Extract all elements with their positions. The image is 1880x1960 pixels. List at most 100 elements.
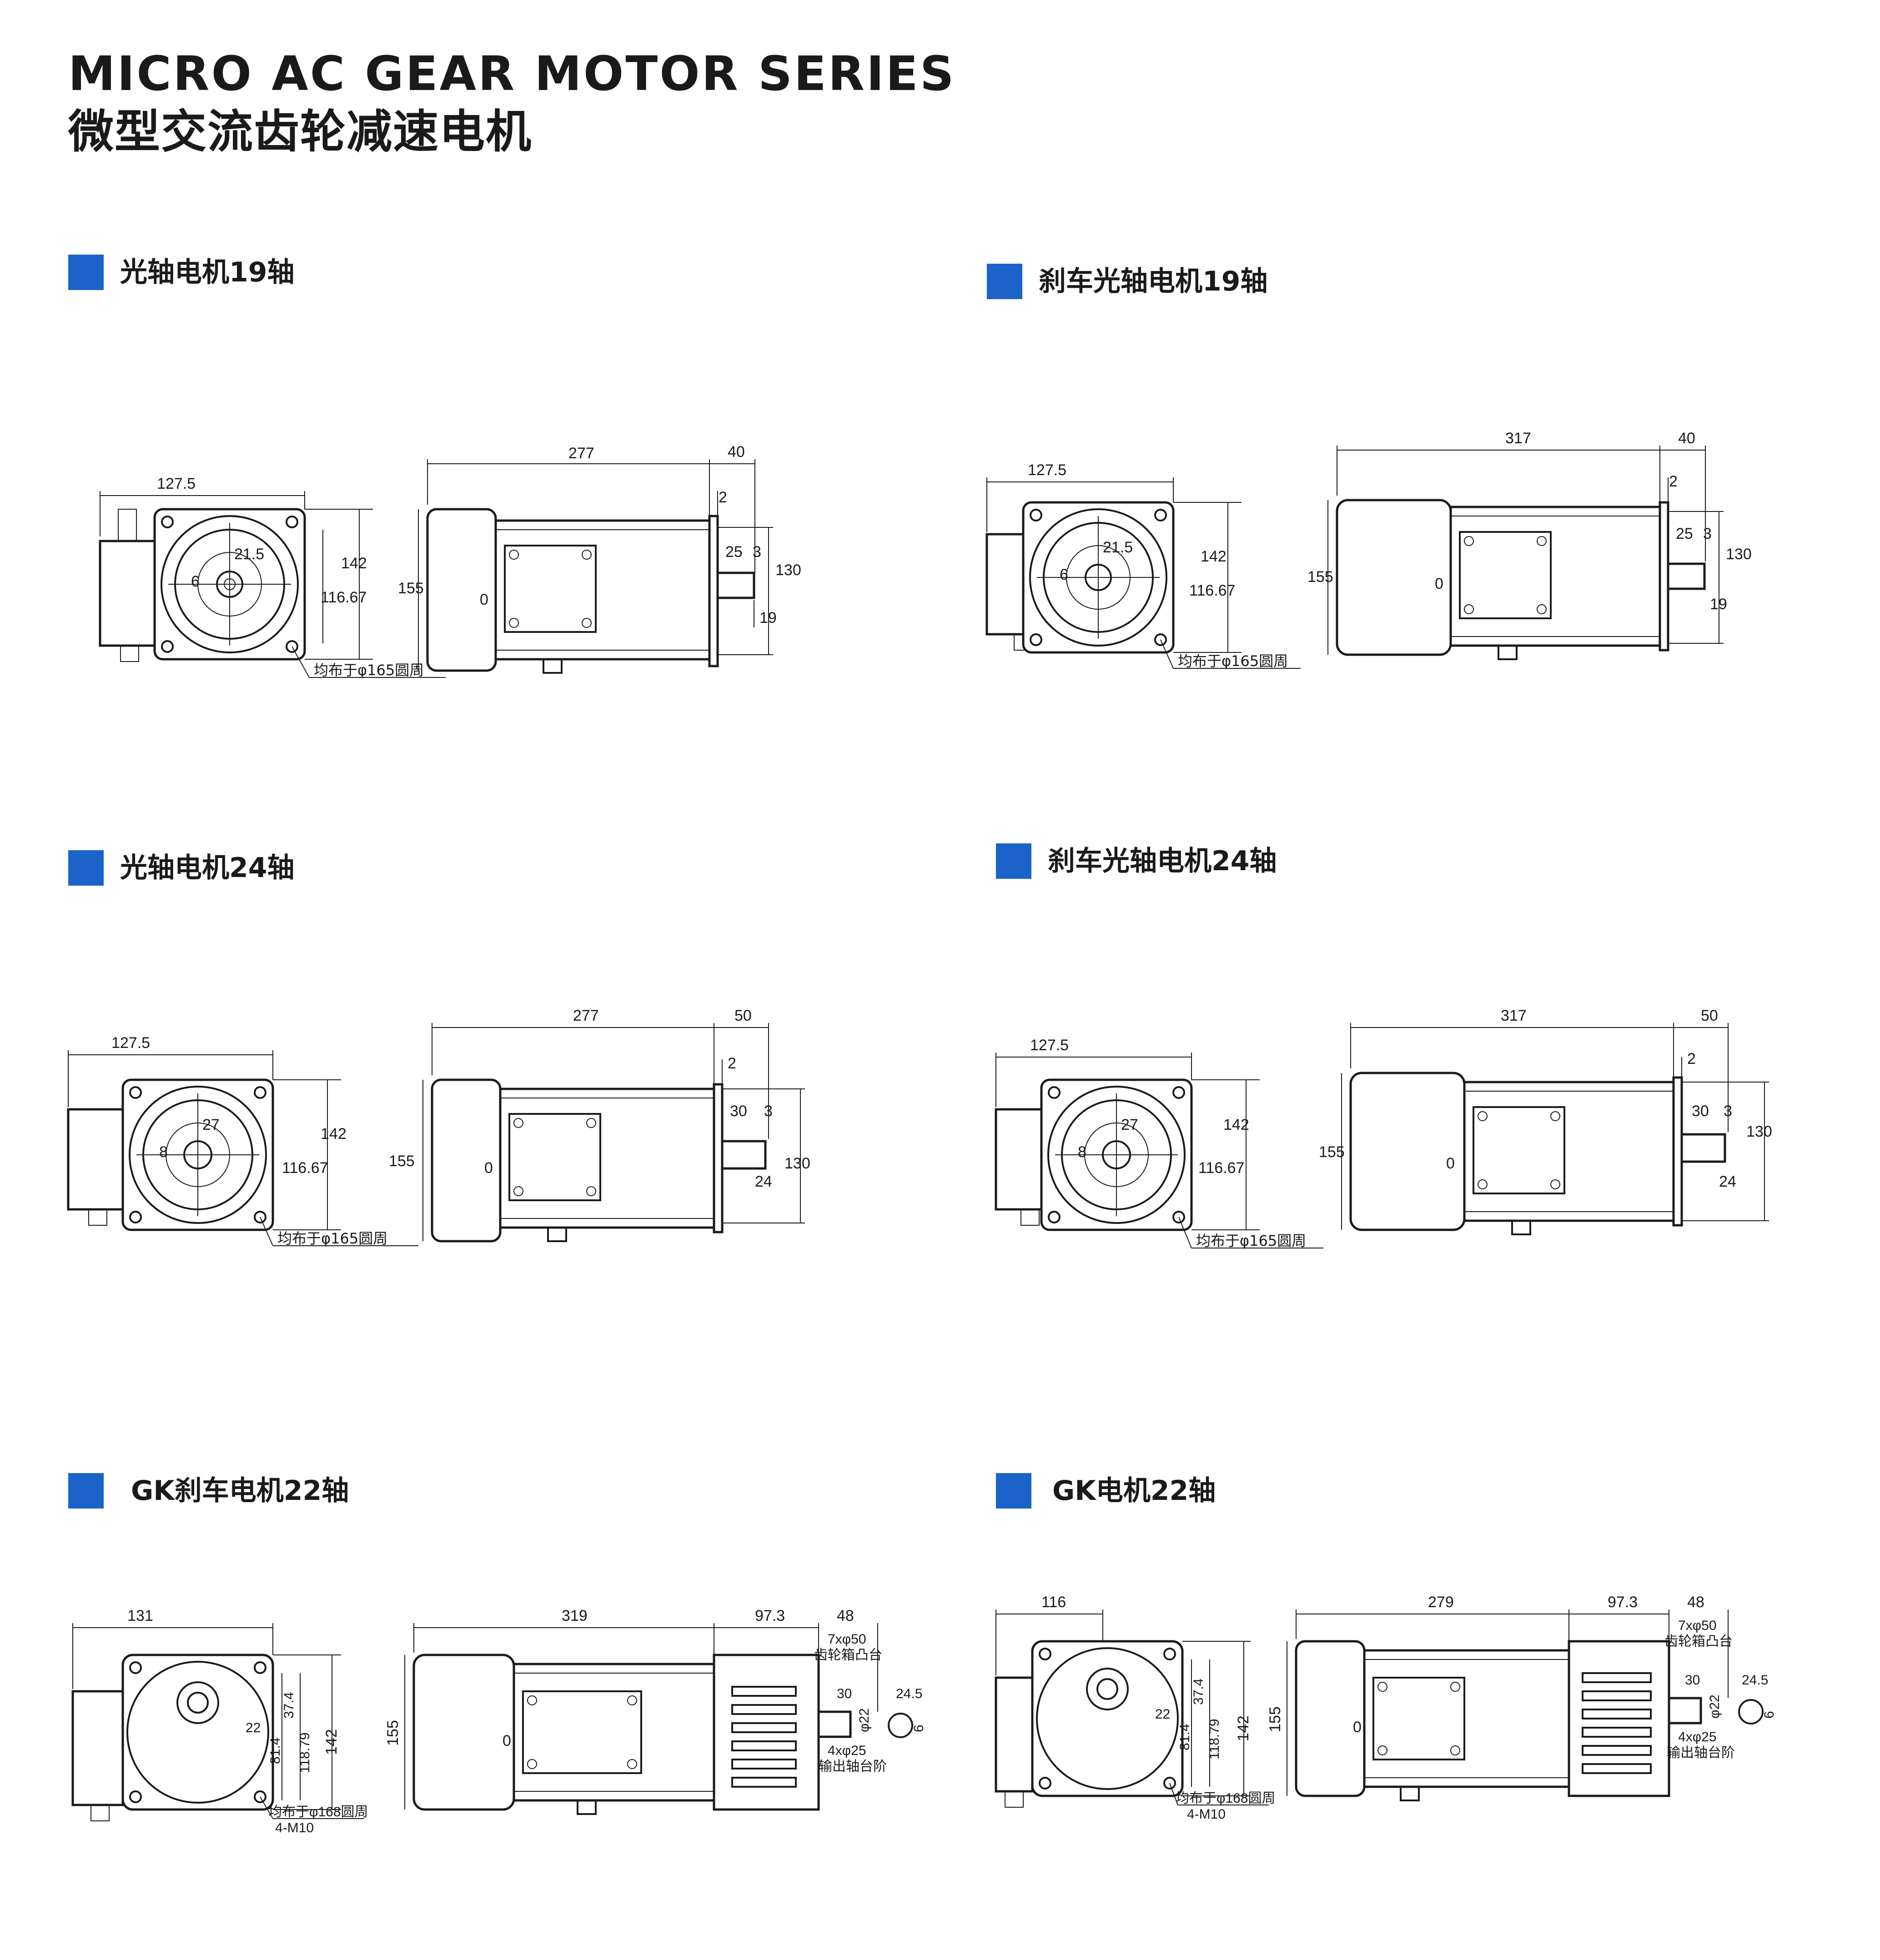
dim-flange: 2 (1669, 473, 1678, 490)
dim-key-len: 25 (725, 543, 743, 561)
bolt-circle-note: 均布于φ165圆周 (1196, 1232, 1306, 1249)
dim-key-h: 6 (911, 1724, 926, 1732)
dim-height: 155 (1267, 1706, 1284, 1732)
dim-height: 142 (1235, 1715, 1252, 1741)
dim-pcd: 27 (202, 1116, 220, 1133)
dim-shaft-dia: φ22 (857, 1708, 872, 1732)
dim-key-len: 30 (1685, 1673, 1700, 1688)
section-title: GK刹车电机22轴 (131, 1475, 349, 1507)
dim-shaft-len: 48 (837, 1607, 854, 1624)
page-title-en: MICRO AC GEAR MOTOR SERIES (68, 46, 956, 101)
dim-height: 155 (384, 1720, 402, 1746)
bolt-circle-note: 均布于φ165圆周 (1178, 652, 1288, 670)
dim-length: 279 (1428, 1594, 1454, 1611)
motor-drawing: 131 37.4 81.4 118.79 142 22 均布于φ168圆周 4-… (71, 1607, 926, 1835)
dim-height: 155 (1319, 1143, 1345, 1161)
dim-key-len: 30 (837, 1686, 852, 1701)
section-3: 光轴电机24轴 127.5 27 8 142 116.67 均布于φ165圆周 (67, 850, 887, 1305)
dim-gear-len: 97.3 (1608, 1594, 1638, 1611)
dim-key-off: 3 (1703, 525, 1712, 542)
boss-dim: 7xφ50 (828, 1632, 866, 1647)
dim-key-h: 6 (1762, 1711, 1777, 1719)
boss-label: 齿轮箱凸台 (814, 1648, 882, 1663)
dim-width: 127.5 (111, 1034, 150, 1052)
dim-shaft-len: 48 (1687, 1594, 1704, 1611)
front-view: 127.5 27 8 142 116.67 均布于φ165圆周 (995, 1037, 1323, 1249)
step-label: 输出轴台阶 (1667, 1745, 1735, 1760)
dim-shaft: 22 (246, 1720, 261, 1735)
motor-drawing: 127.5 21.5 6 142 116.67 均布于φ165圆周 317 (985, 430, 1752, 670)
side-view: 277 40 2 25 3 155 130 19 0 (398, 443, 801, 674)
step-label: 输出轴台阶 (819, 1759, 887, 1774)
dim-flange: 2 (719, 489, 727, 506)
dim-width: 131 (127, 1607, 153, 1624)
step-dim: 4xφ25 (828, 1743, 866, 1758)
dim-width: 116 (1041, 1594, 1066, 1611)
dim-length: 317 (1505, 430, 1531, 447)
section-marker-icon (987, 264, 1022, 299)
section-6: GK电机22轴 116 37.4 81.4 118.79 142 22 均布于φ… (995, 1473, 1869, 1928)
dim-shaft-len: 50 (1701, 1007, 1718, 1024)
dim-pilot: 130 (1726, 546, 1752, 563)
dim-key-off: 3 (1724, 1103, 1732, 1120)
front-view: 127.5 21.5 6 142 116.67 均布于φ165圆周 (985, 461, 1301, 670)
motor-drawing: 127.5 21.5 6 142 116.67 均布于φ165圆周 2 (99, 443, 801, 679)
dim-width: 127.5 (157, 475, 196, 492)
section-1: 光轴电机19轴 127.5 21.5 6 142 1 (68, 255, 887, 755)
dim-key-w: 24.5 (896, 1686, 922, 1701)
section-marker-icon (68, 1473, 104, 1509)
dim-pcd: 21.5 (234, 546, 264, 563)
dim-pilot: 130 (775, 561, 801, 579)
dim-key-len: 25 (1676, 525, 1693, 542)
dim-flange: 2 (1687, 1050, 1696, 1068)
dim-shaft: 6 (1060, 566, 1068, 583)
side-view: 317 50 2 30 3 155 130 24 0 (1319, 1007, 1772, 1235)
dim-height: 142 (321, 1125, 347, 1143)
dim-zero: 0 (1446, 1155, 1455, 1172)
dim-height: 155 (398, 580, 424, 597)
section-2: 刹车光轴电机19轴 127.5 21.5 6 142 116.67 均布于φ16… (985, 264, 1851, 764)
dim-pcd: 27 (1121, 1116, 1138, 1133)
section-header: 刹车光轴电机24轴 (996, 843, 1277, 879)
section-5: GK刹车电机22轴 131 37.4 81.4 118.79 142 22 均布… (68, 1473, 955, 1928)
dim-height: 142 (341, 555, 367, 572)
dim-a: 37.4 (281, 1692, 297, 1719)
boss-dim: 7xφ50 (1678, 1618, 1717, 1633)
step-dim: 4xφ25 (1678, 1729, 1717, 1744)
section-title: 刹车光轴电机19轴 (1039, 266, 1268, 297)
section-marker-icon (68, 255, 104, 290)
dim-zero: 0 (1435, 575, 1443, 592)
side-view: 277 50 2 30 3 155 130 24 0 (389, 1007, 810, 1243)
section-header: 光轴电机19轴 (68, 255, 295, 290)
dim-bolt-span: 116.67 (1198, 1159, 1244, 1177)
dim-key-len: 30 (730, 1103, 747, 1120)
section-title: 刹车光轴电机24轴 (1048, 845, 1277, 877)
front-view: 131 37.4 81.4 118.79 142 22 均布于φ168圆周 4-… (71, 1607, 368, 1835)
dim-zero: 0 (480, 591, 488, 608)
dim-length: 317 (1501, 1007, 1527, 1024)
dim-bolt-span: 116.67 (282, 1159, 328, 1177)
dim-pilot: 130 (1746, 1123, 1772, 1140)
dim-shaft: 22 (1155, 1707, 1170, 1722)
dim-height: 142 (323, 1729, 340, 1755)
side-view: 279 97.3 48 7xφ50 齿轮箱凸台 30 24.5 φ22 4xφ2… (1267, 1594, 1777, 1801)
dim-a: 37.4 (1191, 1679, 1206, 1705)
dim-zero: 0 (1353, 1719, 1362, 1736)
dim-zero: 0 (503, 1732, 511, 1749)
bolt-circle-note: 均布于φ168圆周 (1176, 1791, 1276, 1806)
dim-bolt-span: 116.67 (1189, 582, 1235, 599)
dim-height: 155 (1307, 568, 1333, 586)
dim-shaft: 6 (191, 573, 200, 590)
section-header: GK刹车电机22轴 (68, 1473, 349, 1509)
front-view: 127.5 21.5 6 142 116.67 均布于φ165圆周 (99, 475, 446, 679)
section-title: 光轴电机19轴 (120, 256, 295, 288)
section-marker-icon (996, 1473, 1031, 1509)
bolt-circle-note: 均布于φ165圆周 (314, 662, 424, 679)
front-view: 127.5 27 8 142 116.67 均布于φ165圆周 (67, 1034, 418, 1247)
dim-key-len: 30 (1692, 1103, 1709, 1120)
bolt-circle-note: 均布于φ165圆周 (277, 1230, 387, 1247)
section-title: GK电机22轴 (1052, 1475, 1216, 1507)
dim-shaft-len: 40 (728, 443, 745, 461)
dim-shaft: 8 (159, 1143, 168, 1161)
section-header: 光轴电机24轴 (68, 850, 295, 886)
